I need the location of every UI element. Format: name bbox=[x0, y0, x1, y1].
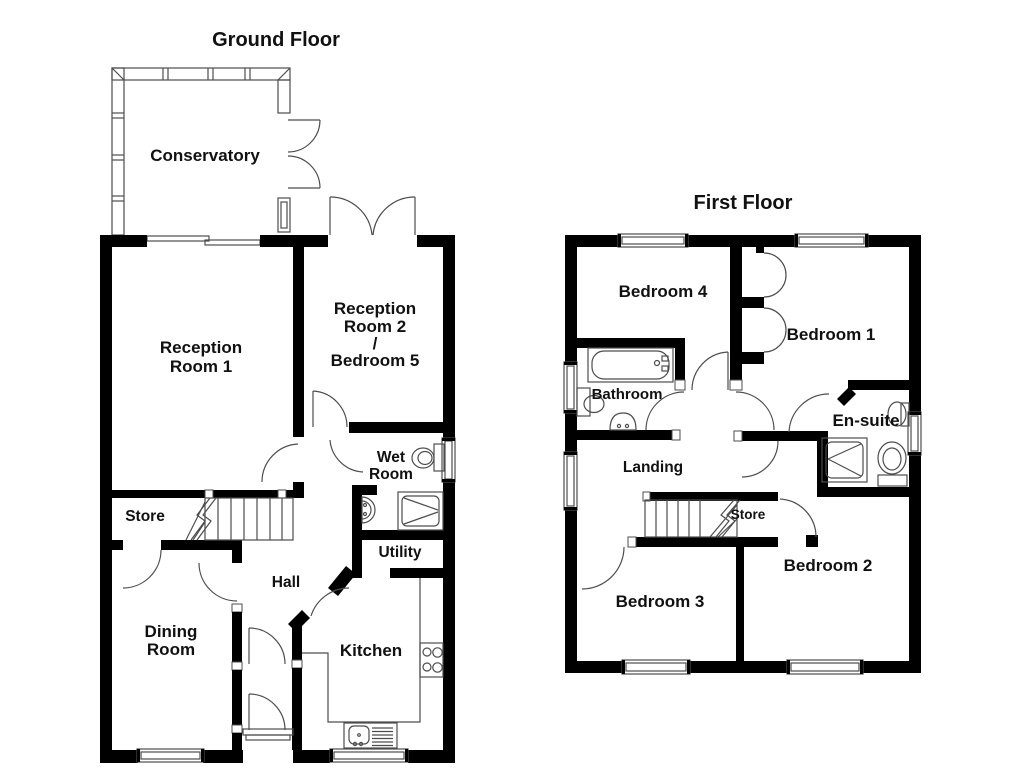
label-reception2-line4: Bedroom 5 bbox=[331, 351, 420, 370]
label-bedroom2: Bedroom 2 bbox=[784, 556, 873, 575]
label-reception1-line1: Reception bbox=[160, 338, 242, 357]
label-dining-line2: Room bbox=[147, 640, 195, 659]
reception2-door-arc bbox=[312, 390, 348, 428]
label-store-first: Store bbox=[731, 507, 766, 522]
ground-fixtures bbox=[302, 443, 445, 749]
first-stairs bbox=[644, 499, 741, 538]
dining-window bbox=[136, 748, 205, 763]
ensuite-shower-icon bbox=[821, 437, 868, 483]
label-bedroom3: Bedroom 3 bbox=[616, 592, 705, 611]
ensuite-window bbox=[907, 411, 922, 456]
ground-internal-walls bbox=[112, 247, 455, 750]
bathroom-door-arc bbox=[645, 391, 685, 431]
label-reception2-line1: Reception bbox=[334, 299, 416, 318]
stairs-break-line-first bbox=[715, 499, 735, 538]
reception1-door-arc bbox=[261, 443, 299, 483]
bathroom-vanity-icon bbox=[576, 387, 605, 417]
wet-room-basin-icon bbox=[361, 496, 376, 524]
label-landing: Landing bbox=[623, 459, 683, 476]
bathroom-window bbox=[563, 361, 578, 414]
label-reception2-line2: Room 2 bbox=[344, 317, 406, 336]
bedroom4-door-arc bbox=[691, 351, 729, 391]
back-door-arc bbox=[248, 693, 286, 731]
bedroom4-window bbox=[617, 233, 689, 248]
wet-room-door-arc bbox=[329, 439, 364, 473]
bathroom-basin-icon bbox=[609, 412, 637, 431]
label-reception1-line2: Room 1 bbox=[170, 357, 232, 376]
label-wet-room-line1: Wet bbox=[377, 449, 405, 466]
label-utility: Utility bbox=[378, 544, 421, 561]
ground-floor-title: Ground Floor bbox=[212, 29, 340, 51]
bathtub-icon bbox=[587, 347, 674, 383]
store-door-arc bbox=[122, 549, 162, 589]
label-hall: Hall bbox=[272, 574, 300, 591]
ensuite-basin-icon bbox=[887, 401, 910, 427]
dining-door-arc bbox=[198, 562, 238, 602]
conservatory-french-doors bbox=[287, 119, 321, 189]
label-conservatory: Conservatory bbox=[150, 146, 260, 165]
bedroom1-wardrobe-doors bbox=[763, 252, 787, 353]
label-bathroom: Bathroom bbox=[592, 386, 663, 403]
stairs-break-line bbox=[190, 497, 211, 541]
label-kitchen: Kitchen bbox=[340, 641, 402, 660]
first-labels: First Floor Bedroom 4 Bedroom 1 Bathroom… bbox=[592, 192, 900, 611]
ensuite-door-arc bbox=[788, 393, 830, 433]
label-ensuite: En-suite bbox=[832, 411, 899, 430]
first-windows bbox=[563, 233, 922, 675]
first-door-swings bbox=[581, 351, 830, 590]
reception2-french-doors bbox=[329, 196, 416, 236]
ground-labels: Ground Floor Conservatory Reception Room… bbox=[125, 29, 422, 660]
bedroom1-door-arc bbox=[735, 391, 775, 431]
kitchen-door-arc bbox=[310, 587, 350, 617]
kitchen-window bbox=[329, 748, 409, 763]
kitchen-sink-icon bbox=[343, 722, 398, 749]
bedroom3-door-arc bbox=[581, 546, 625, 590]
first-floor-title: First Floor bbox=[694, 192, 793, 214]
hob-icon bbox=[419, 642, 444, 678]
hall-lobby-door-arc bbox=[248, 627, 286, 665]
store-door-arc-first bbox=[779, 498, 817, 538]
label-bedroom4: Bedroom 4 bbox=[619, 282, 708, 301]
bedroom2-window bbox=[786, 659, 864, 675]
label-dining-line1: Dining bbox=[145, 622, 198, 641]
ground-floor-plan: Ground Floor Conservatory Reception Room… bbox=[100, 29, 456, 763]
label-bedroom1: Bedroom 1 bbox=[787, 325, 876, 344]
ensuite-toilet-icon bbox=[877, 441, 908, 487]
wet-room-toilet-icon bbox=[411, 443, 445, 472]
bedroom3-window bbox=[621, 659, 691, 675]
ground-door-swings bbox=[122, 390, 364, 741]
wet-room-window bbox=[441, 437, 456, 483]
bedroom1-window bbox=[794, 233, 869, 248]
first-internal-walls bbox=[577, 247, 921, 661]
first-outer-walls bbox=[565, 235, 921, 673]
label-store-ground: Store bbox=[125, 508, 165, 525]
landing-window bbox=[563, 451, 578, 511]
wet-room-shower-icon bbox=[397, 491, 444, 531]
first-floor-plan: First Floor Bedroom 4 Bedroom 1 Bathroom… bbox=[563, 192, 922, 675]
sliding-patio-door bbox=[146, 235, 261, 246]
label-wet-room-line2: Room bbox=[369, 466, 413, 483]
first-fixtures bbox=[576, 347, 910, 487]
ground-stairs bbox=[185, 497, 294, 541]
ground-windows bbox=[136, 437, 456, 763]
label-reception2-line3: / bbox=[373, 334, 378, 353]
bedroom2-door-arc bbox=[741, 440, 779, 478]
ground-outer-walls bbox=[100, 235, 455, 763]
